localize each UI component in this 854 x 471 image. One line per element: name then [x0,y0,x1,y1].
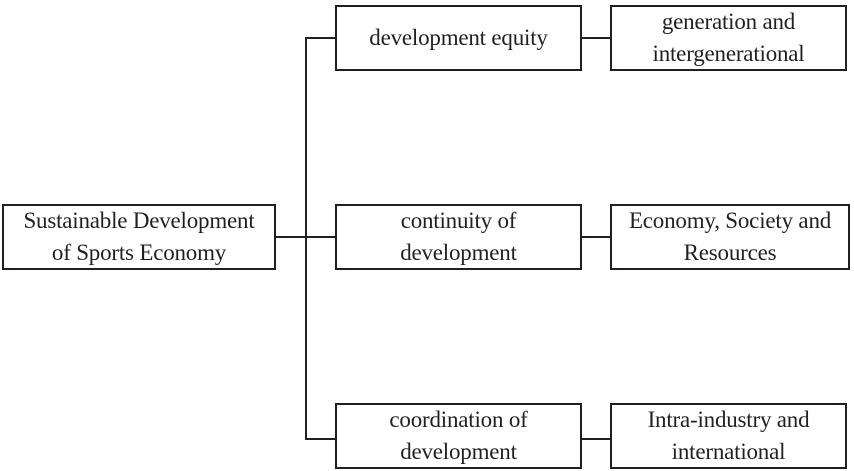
leaf-connector-1 [581,37,612,39]
leaf-connector-2 [581,236,612,238]
leaf-label-line1: Intra-industry and [647,407,810,432]
root-connector [275,236,307,238]
root-node: Sustainable Development of Sports Econom… [2,204,276,270]
branch-connector-2 [305,236,336,238]
node-label-line1: continuity of [400,208,517,233]
node-label-line2: development [400,240,517,265]
node-label-line2: development [400,439,517,464]
node-coordination-of-development-text: coordination of development [389,404,527,468]
leaf-generation-and-intergenerational: generation and intergenerational [610,5,847,71]
root-node-text: Sustainable Development of Sports Econom… [23,205,254,269]
node-continuity-of-development: continuity of development [335,204,582,270]
node-continuity-of-development-text: continuity of development [400,205,517,269]
leaf-label-line1: Economy, Society and [628,208,832,233]
root-label-line1: Sustainable Development [23,208,255,233]
leaf-intra-industry-international: Intra-industry and international [610,403,847,469]
node-development-equity-text: development equity [369,22,548,54]
leaf-label-line2: intergenerational [652,41,805,66]
node-label-line1: development equity [369,25,548,50]
leaf-intra-industry-text: Intra-industry and international [648,404,810,468]
trunk-line [305,37,307,440]
leaf-connector-3 [581,438,612,440]
node-coordination-of-development: coordination of development [335,403,582,469]
leaf-label-line2: Resources [683,240,777,265]
leaf-economy-society-resources: Economy, Society and Resources [610,204,850,270]
branch-connector-1 [305,37,336,39]
leaf-economy-text: Economy, Society and Resources [629,205,831,269]
leaf-label-line2: international [671,439,786,464]
leaf-generation-text: generation and intergenerational [653,6,805,70]
node-label-line1: coordination of [389,407,528,432]
leaf-label-line1: generation and [661,9,796,34]
node-development-equity: development equity [335,5,582,71]
root-label-line2: of Sports Economy [51,240,227,265]
branch-connector-3 [305,438,336,440]
